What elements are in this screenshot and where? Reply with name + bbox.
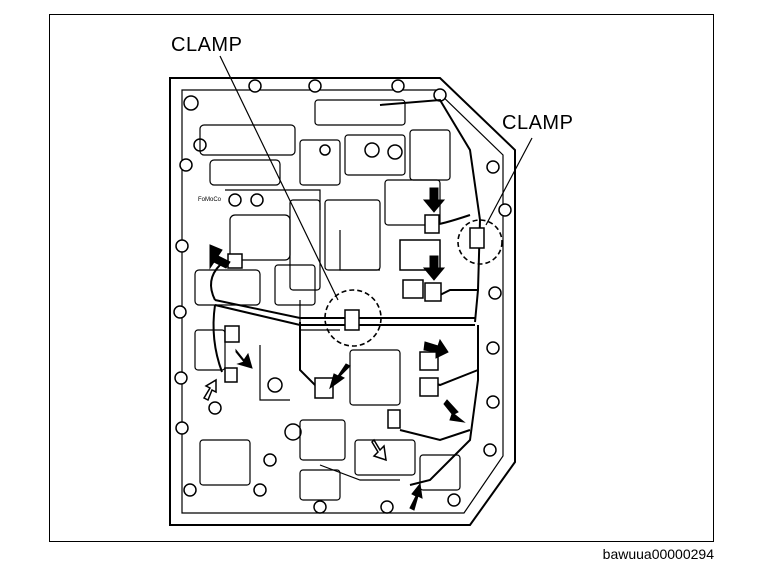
clamp-label-right: CLAMP	[502, 112, 574, 134]
plate-marking: FoMoCo	[198, 197, 222, 203]
clamp-leader-right	[485, 137, 533, 226]
bolt-holes	[173, 79, 512, 514]
clamp-label-left: CLAMP	[171, 34, 243, 56]
wiring-harness	[210, 98, 482, 486]
clamp-circle-center	[324, 289, 382, 347]
valve-channels	[194, 99, 461, 501]
indicator-arrows	[209, 187, 466, 511]
clamp-circle-right	[457, 219, 503, 265]
outline-arrows	[202, 378, 387, 462]
connectors	[224, 214, 485, 429]
figure-code: bawuua00000294	[602, 546, 714, 562]
clamp-leader-left	[219, 55, 339, 301]
